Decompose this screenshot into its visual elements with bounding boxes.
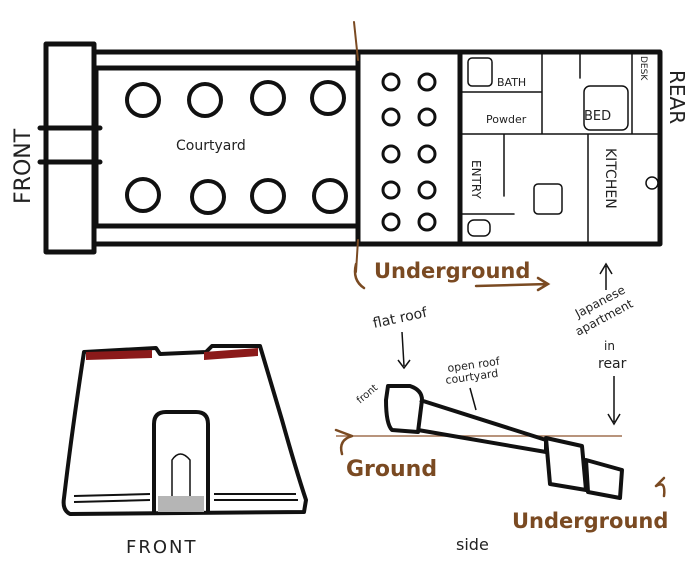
side-label: side bbox=[456, 535, 489, 554]
japanese-note-4: rear bbox=[598, 356, 627, 372]
column bbox=[417, 144, 437, 164]
column bbox=[381, 107, 401, 127]
pillar bbox=[250, 178, 286, 214]
powder-label: Powder bbox=[486, 113, 527, 126]
bed-furniture bbox=[583, 85, 629, 131]
side-front-block bbox=[384, 384, 424, 434]
japanese-arrow-up bbox=[599, 262, 613, 290]
ground-hook bbox=[334, 428, 354, 456]
side-rear-block-2 bbox=[584, 458, 624, 500]
front-elevation bbox=[61, 344, 308, 516]
floor-plan bbox=[37, 21, 663, 273]
column bbox=[381, 72, 401, 92]
japanese-note-3: in bbox=[604, 339, 615, 353]
rear-label: REAR bbox=[665, 70, 689, 124]
entry-label: ENTRY bbox=[469, 160, 483, 199]
kitchen-label: KITCHEN bbox=[602, 148, 618, 209]
column bbox=[417, 107, 437, 127]
toilet bbox=[467, 219, 491, 237]
dining-table bbox=[533, 183, 563, 215]
side-courtyard-slope bbox=[417, 398, 548, 454]
apartment-interior-walls bbox=[459, 51, 661, 245]
front-doorway bbox=[152, 410, 210, 514]
stove-burner bbox=[645, 176, 659, 190]
front-steps-right bbox=[214, 493, 298, 501]
front-entrance-block bbox=[43, 41, 97, 255]
japanese-arrow-down bbox=[607, 376, 621, 426]
front-side-label: front bbox=[355, 383, 380, 407]
parapet-left bbox=[86, 350, 152, 360]
underground-label-top: Underground bbox=[374, 259, 530, 283]
underground-label-side: Underground bbox=[512, 509, 668, 533]
flat-roof-arrow bbox=[397, 331, 411, 370]
column bbox=[381, 212, 401, 232]
front-steps-left bbox=[73, 493, 151, 503]
colonnade-room bbox=[355, 49, 463, 247]
pillar bbox=[312, 178, 348, 214]
bed-label: BED bbox=[584, 109, 611, 124]
apartment-block bbox=[457, 49, 663, 247]
side-section bbox=[384, 384, 624, 500]
doorway-shadow bbox=[158, 496, 204, 512]
column bbox=[417, 72, 437, 92]
ground-label: Ground bbox=[346, 457, 437, 482]
front-label-bottom: FRONT bbox=[126, 537, 198, 558]
flat-roof-label: flat roof bbox=[372, 305, 430, 332]
underground-arrow-top bbox=[474, 276, 551, 292]
column bbox=[381, 180, 401, 200]
side-rear-block-1 bbox=[544, 436, 588, 492]
column bbox=[417, 212, 437, 232]
bathtub bbox=[467, 57, 493, 87]
front-entrance-bands bbox=[37, 125, 103, 165]
underground-hook-top bbox=[353, 262, 366, 290]
pillar bbox=[250, 80, 286, 116]
courtyard-label: Courtyard bbox=[176, 138, 246, 154]
pillar bbox=[190, 179, 226, 215]
courtyard-pillars bbox=[125, 80, 348, 215]
pillar bbox=[125, 177, 161, 213]
underground-hook-side bbox=[654, 476, 666, 498]
pillar bbox=[310, 80, 346, 116]
front-door-arch bbox=[171, 453, 191, 500]
column bbox=[417, 180, 437, 200]
column bbox=[381, 144, 401, 164]
colonnade-pillars bbox=[381, 72, 437, 232]
open-roof-arrow bbox=[469, 387, 477, 411]
desk-label: DESK bbox=[638, 56, 648, 81]
front-building-outline bbox=[61, 344, 308, 516]
front-label-top: FRONT bbox=[11, 128, 36, 204]
parapet-right bbox=[204, 348, 258, 360]
bath-label: BATH bbox=[497, 76, 526, 89]
pillar bbox=[187, 82, 223, 118]
pillar bbox=[125, 82, 161, 118]
